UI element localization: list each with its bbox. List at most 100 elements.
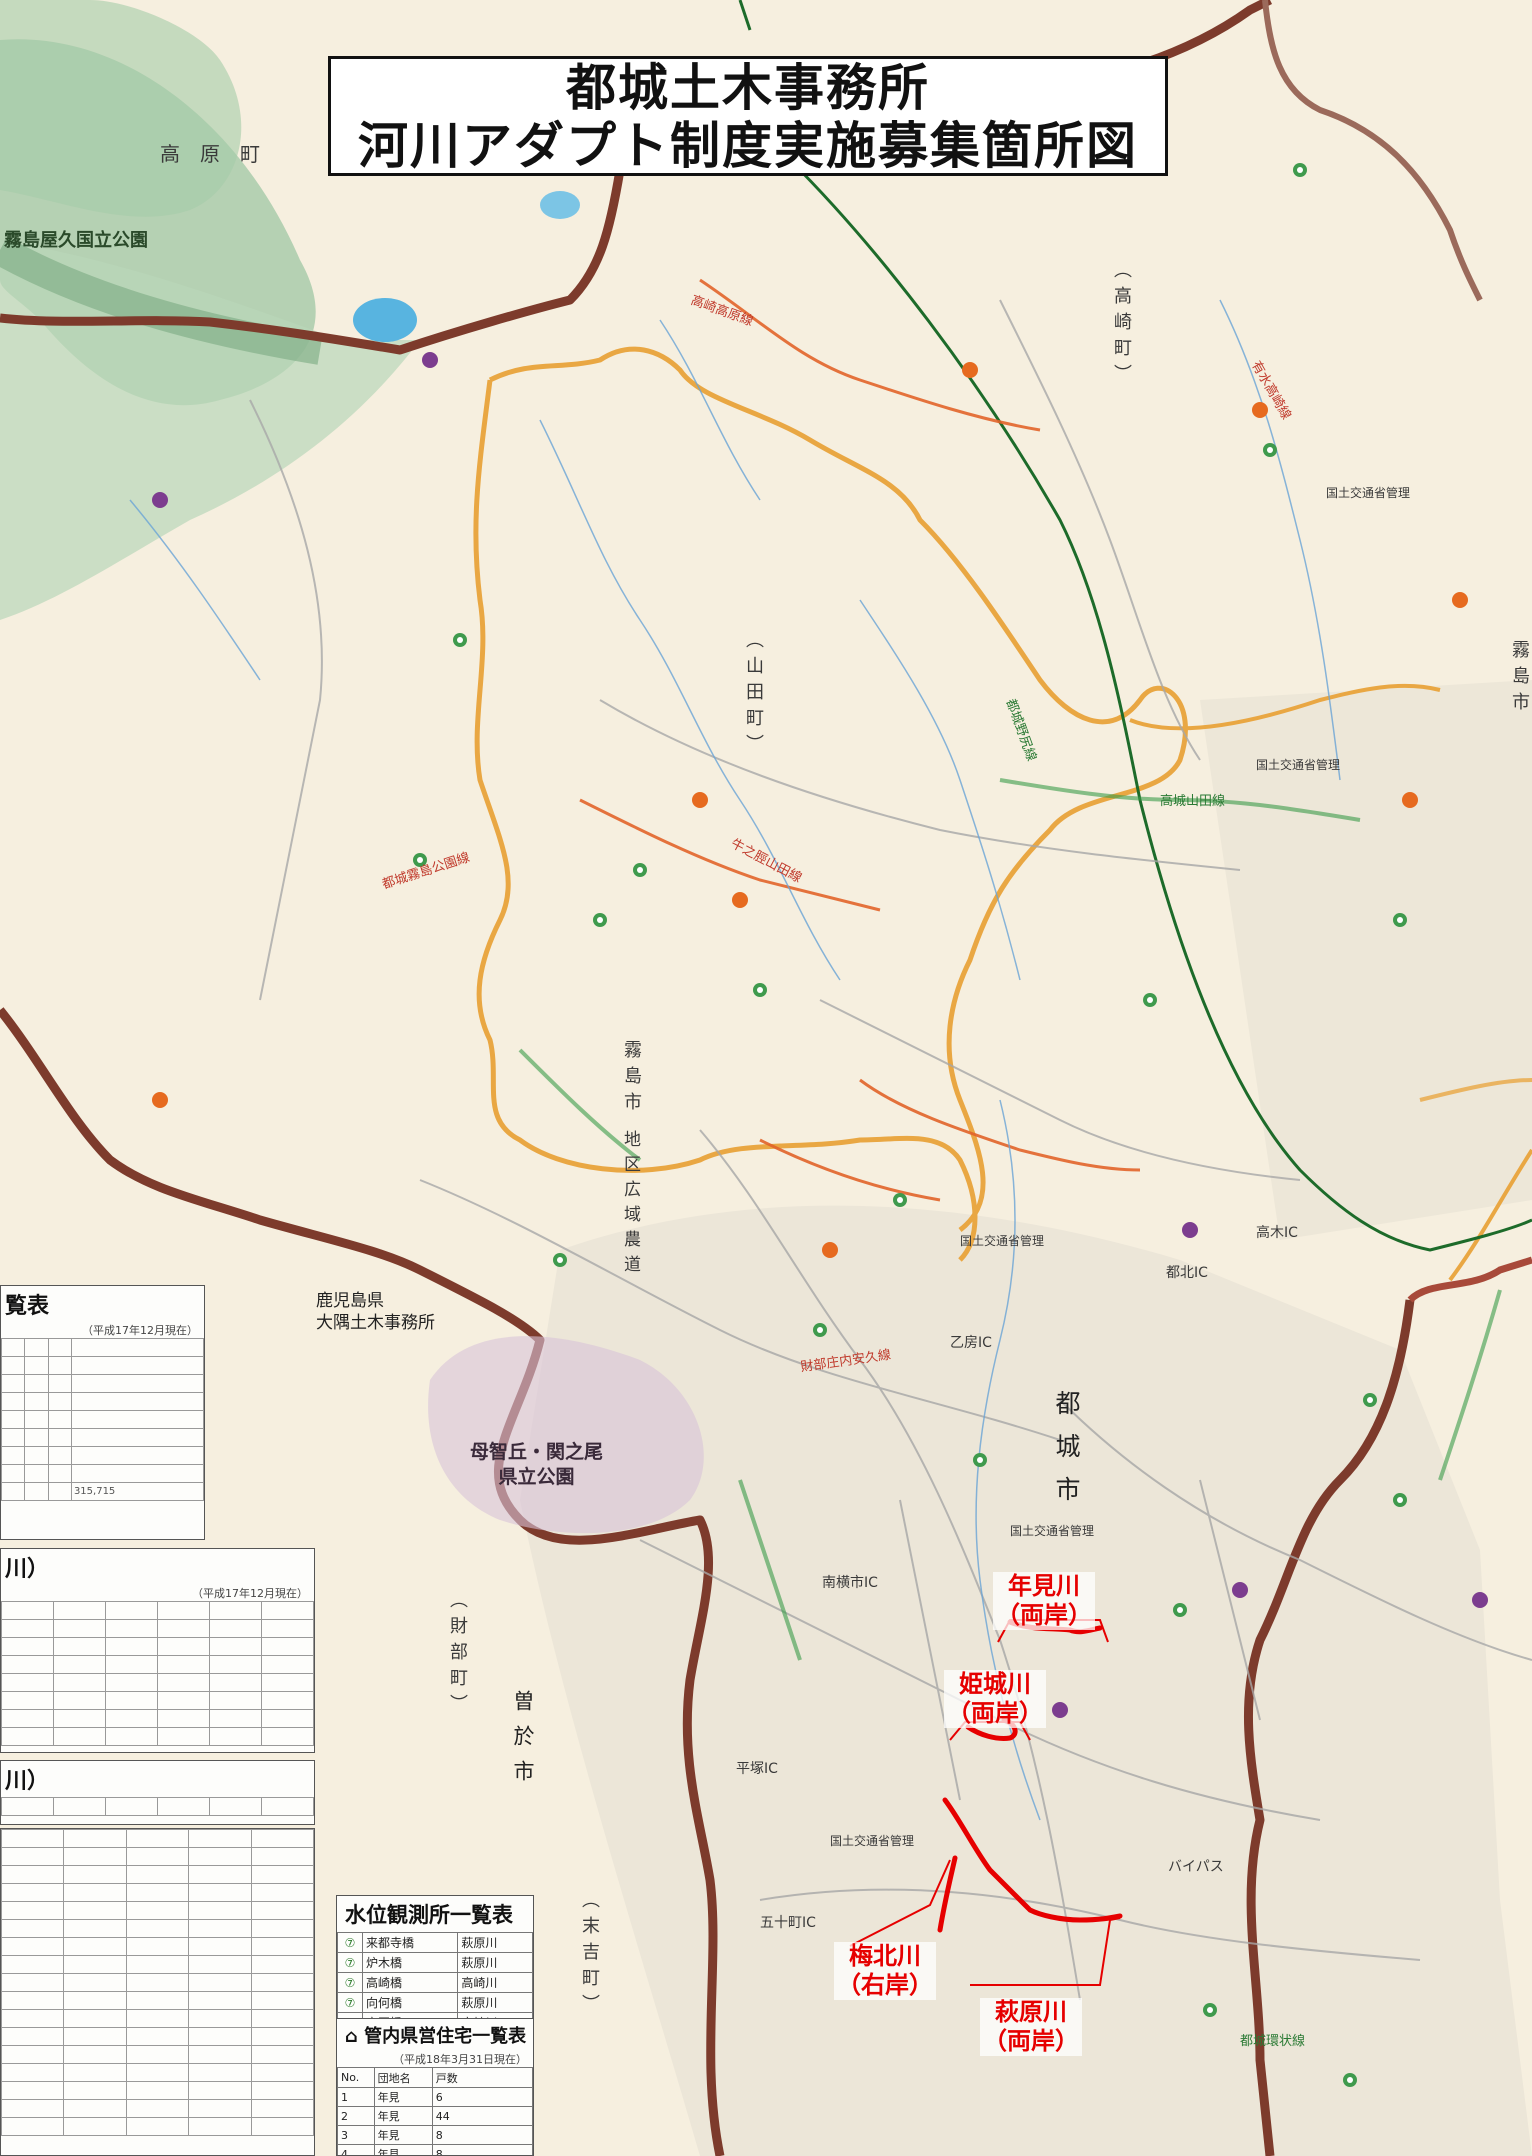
lake [540,191,580,219]
gauge-cell-station: 炉木橋 [361,1952,459,1973]
housing-cell: 44 [431,2106,533,2126]
river-list-table: 川） （平成17年12月現在） [0,1548,315,1753]
facility-list-table [0,1828,315,2156]
housing-cell: 6 [431,2087,533,2107]
place-label-kirishima-right: 霧島市 [1509,640,1530,718]
map-title: 都城土木事務所 河川アダプト制度実施募集箇所図 [328,56,1168,176]
place-label-kagoshima-office: 鹿児島県 大隅土木事務所 [316,1291,435,1333]
mlit-label: 国土交通省管理 [960,1234,1045,1248]
road-network [249,299,1532,2001]
place-label-park-boshigaoka: 母智丘・関之尾 県立公園 [470,1441,604,1488]
house-icon: ⌂ [345,2026,358,2047]
site-name: 姫城川 [959,1670,1031,1698]
place-label-kirishima-city: 霧島市 [621,1040,642,1118]
housing-grid: No.団地名戸数1年見62年見443年見84年見8一万城137(1) 特優5平木… [337,2067,533,2155]
site-bank: （両岸） [996,1601,1092,1629]
site-bank: （両岸） [947,1699,1043,1727]
place-label-zaibu: （財部町） [447,1590,468,1720]
river-list-2-grid [1,1797,314,1816]
gauge-cell-river: 萩原川 [457,1992,533,2013]
place-label-ochi-area: 地区広域農道 [620,1130,640,1280]
river-list-note: （平成17年12月現在） [192,1587,308,1600]
adopt-site-umekita[interactable]: 梅北川 （右岸） [834,1942,936,2000]
housing-cell: 3 [337,2125,375,2145]
site-bank: （両岸） [983,2027,1079,2055]
river-list-2-table: 川） [0,1760,315,1825]
place-label-takazaki: （高崎町） [1111,260,1132,390]
adopt-river-umekita [937,1855,958,1933]
ic-label-goju: 五十町IC [760,1915,816,1931]
adopt-site-himeki[interactable]: 姫城川 （両岸） [944,1670,1046,1728]
prefecture-boundary [1262,0,1483,302]
gauge-cell-no: ⑦ [337,1952,363,1973]
park-belt [0,0,242,217]
housing-cell: 年見 [373,2125,433,2145]
housing-cell: 4 [337,2144,375,2155]
mlit-label: 国土交通省管理 [830,1834,915,1848]
lake [353,298,417,342]
road-list-table: 覧表 （平成17年12月現在） 315,715 [0,1285,205,1540]
ic-label-hiraoka: 平塚IC [736,1761,778,1777]
route-label: 高城山田線 [1160,794,1226,809]
housing-note: （平成18年3月31日現在） [393,2053,527,2066]
place-label-miyakonojo: 都城市 [1052,1390,1081,1519]
prefectural-roads [579,278,1141,1202]
map-symbols-purple [152,352,1488,1718]
ic-label-otsubo: 乙房IC [950,1335,992,1351]
housing-cell: 2 [337,2106,375,2126]
housing-header-cell: 戸数 [431,2067,533,2088]
prefecture-boundary [1407,1256,1532,1303]
road-list-total: 315,715 [70,1482,204,1501]
gauge-station-title: 水位観測所一覧表 [345,1903,513,1927]
ic-label-takagi: 高木IC [1256,1225,1298,1241]
route-label: 都城環状線 [1240,2034,1306,2049]
site-bank: （右岸） [837,1971,933,1999]
road-list-grid: 315,715 [1,1338,204,1501]
river-list-grid [1,1601,314,1746]
ic-label-miyakonojo: 都北IC [1166,1265,1208,1281]
road-label-bypass: バイパス [1168,1859,1224,1875]
place-label-sueyoshi: （末吉町） [579,1890,600,2020]
title-line-2: 河川アダプト制度実施募集箇所図 [358,117,1138,175]
municipal-boundary [1129,683,1441,731]
park-area [428,1336,704,1534]
park-belt [0,236,323,365]
gauge-cell-no: ⑦ [337,1932,363,1953]
site-name: 萩原川 [995,1998,1067,2026]
map-symbols [413,163,1407,2087]
adopt-site-toshimi[interactable]: 年見川 （両岸） [993,1572,1095,1630]
road-list-note: （平成17年12月現在） [82,1324,198,1337]
mlit-label: 国土交通省管理 [1010,1524,1095,1538]
river-list-title: 川） [5,1557,50,1582]
expressway-arc [738,0,752,31]
prefecture-boundary [1243,1299,1415,2156]
housing-cell: 年見 [373,2106,433,2126]
gauge-cell-station: 来都寺橋 [361,1932,459,1953]
housing-cell: 8 [431,2144,533,2155]
place-label-yamada: （山田町） [743,630,764,760]
mlit-label: 国土交通省管理 [1326,486,1411,500]
site-name: 年見川 [1008,1572,1080,1600]
municipal-boundary [473,379,978,1262]
place-label-takaharu: 高 原 町 [160,142,260,166]
gauge-cell-station: 高崎橋 [361,1972,459,1993]
urban-area [1200,680,1532,1240]
place-label-soo: 曽於市 [511,1690,535,1795]
green-routes [518,778,1502,1661]
gauge-cell-river: 高崎川 [457,1972,533,1993]
municipal-boundary [488,346,1188,1232]
housing-header-cell: No. [337,2067,375,2088]
facility-list-grid [1,1829,314,2136]
mlit-label: 国土交通省管理 [1256,758,1341,772]
housing-header-cell: 団地名 [373,2067,433,2088]
adopt-site-hagiwara[interactable]: 萩原川 （両岸） [980,1998,1082,2056]
housing-cell: 年見 [373,2087,433,2107]
